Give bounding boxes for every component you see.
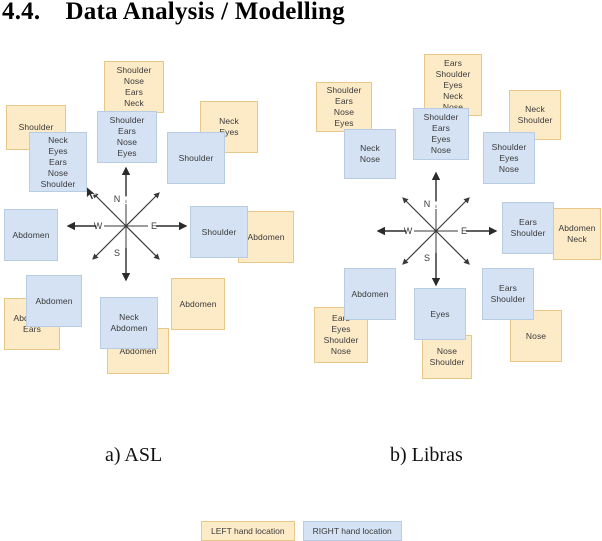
box-libras-s-left-hand: Nose Shoulder xyxy=(422,335,472,379)
box-asl-se-left-hand: Abdomen xyxy=(171,278,225,330)
box-libras-e-right-hand: Ears Shoulder xyxy=(502,202,554,254)
legend: LEFT hand location RIGHT hand location xyxy=(201,521,402,541)
box-libras-e-left-hand: Abdomen Neck xyxy=(553,208,601,260)
box-libras-ne-right-hand: Shoulder Eyes Nose xyxy=(483,132,535,184)
box-asl-s-right-hand: Neck Abdomen xyxy=(100,297,158,349)
svg-text:S: S xyxy=(424,253,430,263)
svg-text:S: S xyxy=(114,248,120,258)
compass-rose-libras: N S E W xyxy=(382,177,490,285)
mouse-cursor-icon xyxy=(86,186,97,201)
svg-text:W: W xyxy=(404,226,413,236)
box-asl-sw-left-hand: Abdomen Ears xyxy=(4,298,60,350)
box-asl-w-right-hand: Abdomen xyxy=(4,209,58,261)
box-libras-n-right-hand: Shoulder Ears Eyes Nose xyxy=(413,108,469,160)
caption-libras: b) Libras xyxy=(390,444,463,466)
svg-text:N: N xyxy=(114,194,121,204)
page-title: 4.4. Data Analysis / Modelling xyxy=(2,0,345,25)
box-libras-sw-left-hand: Ears Eyes Shoulder Nose xyxy=(314,307,368,363)
box-asl-e-left-hand: Abdomen xyxy=(238,211,294,263)
box-libras-n-left-hand: Ears Shoulder Eyes Neck Nose xyxy=(424,54,482,116)
box-asl-n-right-hand: Shoulder Ears Nose Eyes xyxy=(97,111,157,163)
box-asl-ne-left-hand: Neck Eyes xyxy=(200,101,258,153)
svg-text:E: E xyxy=(461,226,467,236)
compass-rose-asl: N S E W xyxy=(72,172,180,280)
legend-item-right-hand: RIGHT hand location xyxy=(302,521,402,541)
legend-item-left-hand: LEFT hand location xyxy=(201,521,295,541)
box-asl-e-right-hand: Shoulder xyxy=(190,206,248,258)
box-asl-nw-left-hand: Shoulder xyxy=(6,105,66,150)
box-libras-nw-left-hand: Shoulder Ears Nose Eyes xyxy=(316,82,372,132)
box-libras-ne-left-hand: Neck Shoulder xyxy=(509,90,561,140)
svg-text:W: W xyxy=(94,221,103,231)
box-libras-nw-right-hand: Neck Nose xyxy=(344,129,396,179)
box-asl-s-left-hand: Abdomen xyxy=(107,328,169,374)
svg-text:N: N xyxy=(424,199,431,209)
box-libras-s-right-hand: Eyes xyxy=(414,288,466,340)
box-asl-n-left-hand: Shoulder Nose Ears Neck xyxy=(104,61,164,113)
svg-text:E: E xyxy=(151,221,157,231)
box-libras-se-left-hand: Nose xyxy=(510,310,562,362)
box-asl-sw-right-hand: Abdomen xyxy=(26,275,82,327)
caption-asl: a) ASL xyxy=(105,444,163,466)
